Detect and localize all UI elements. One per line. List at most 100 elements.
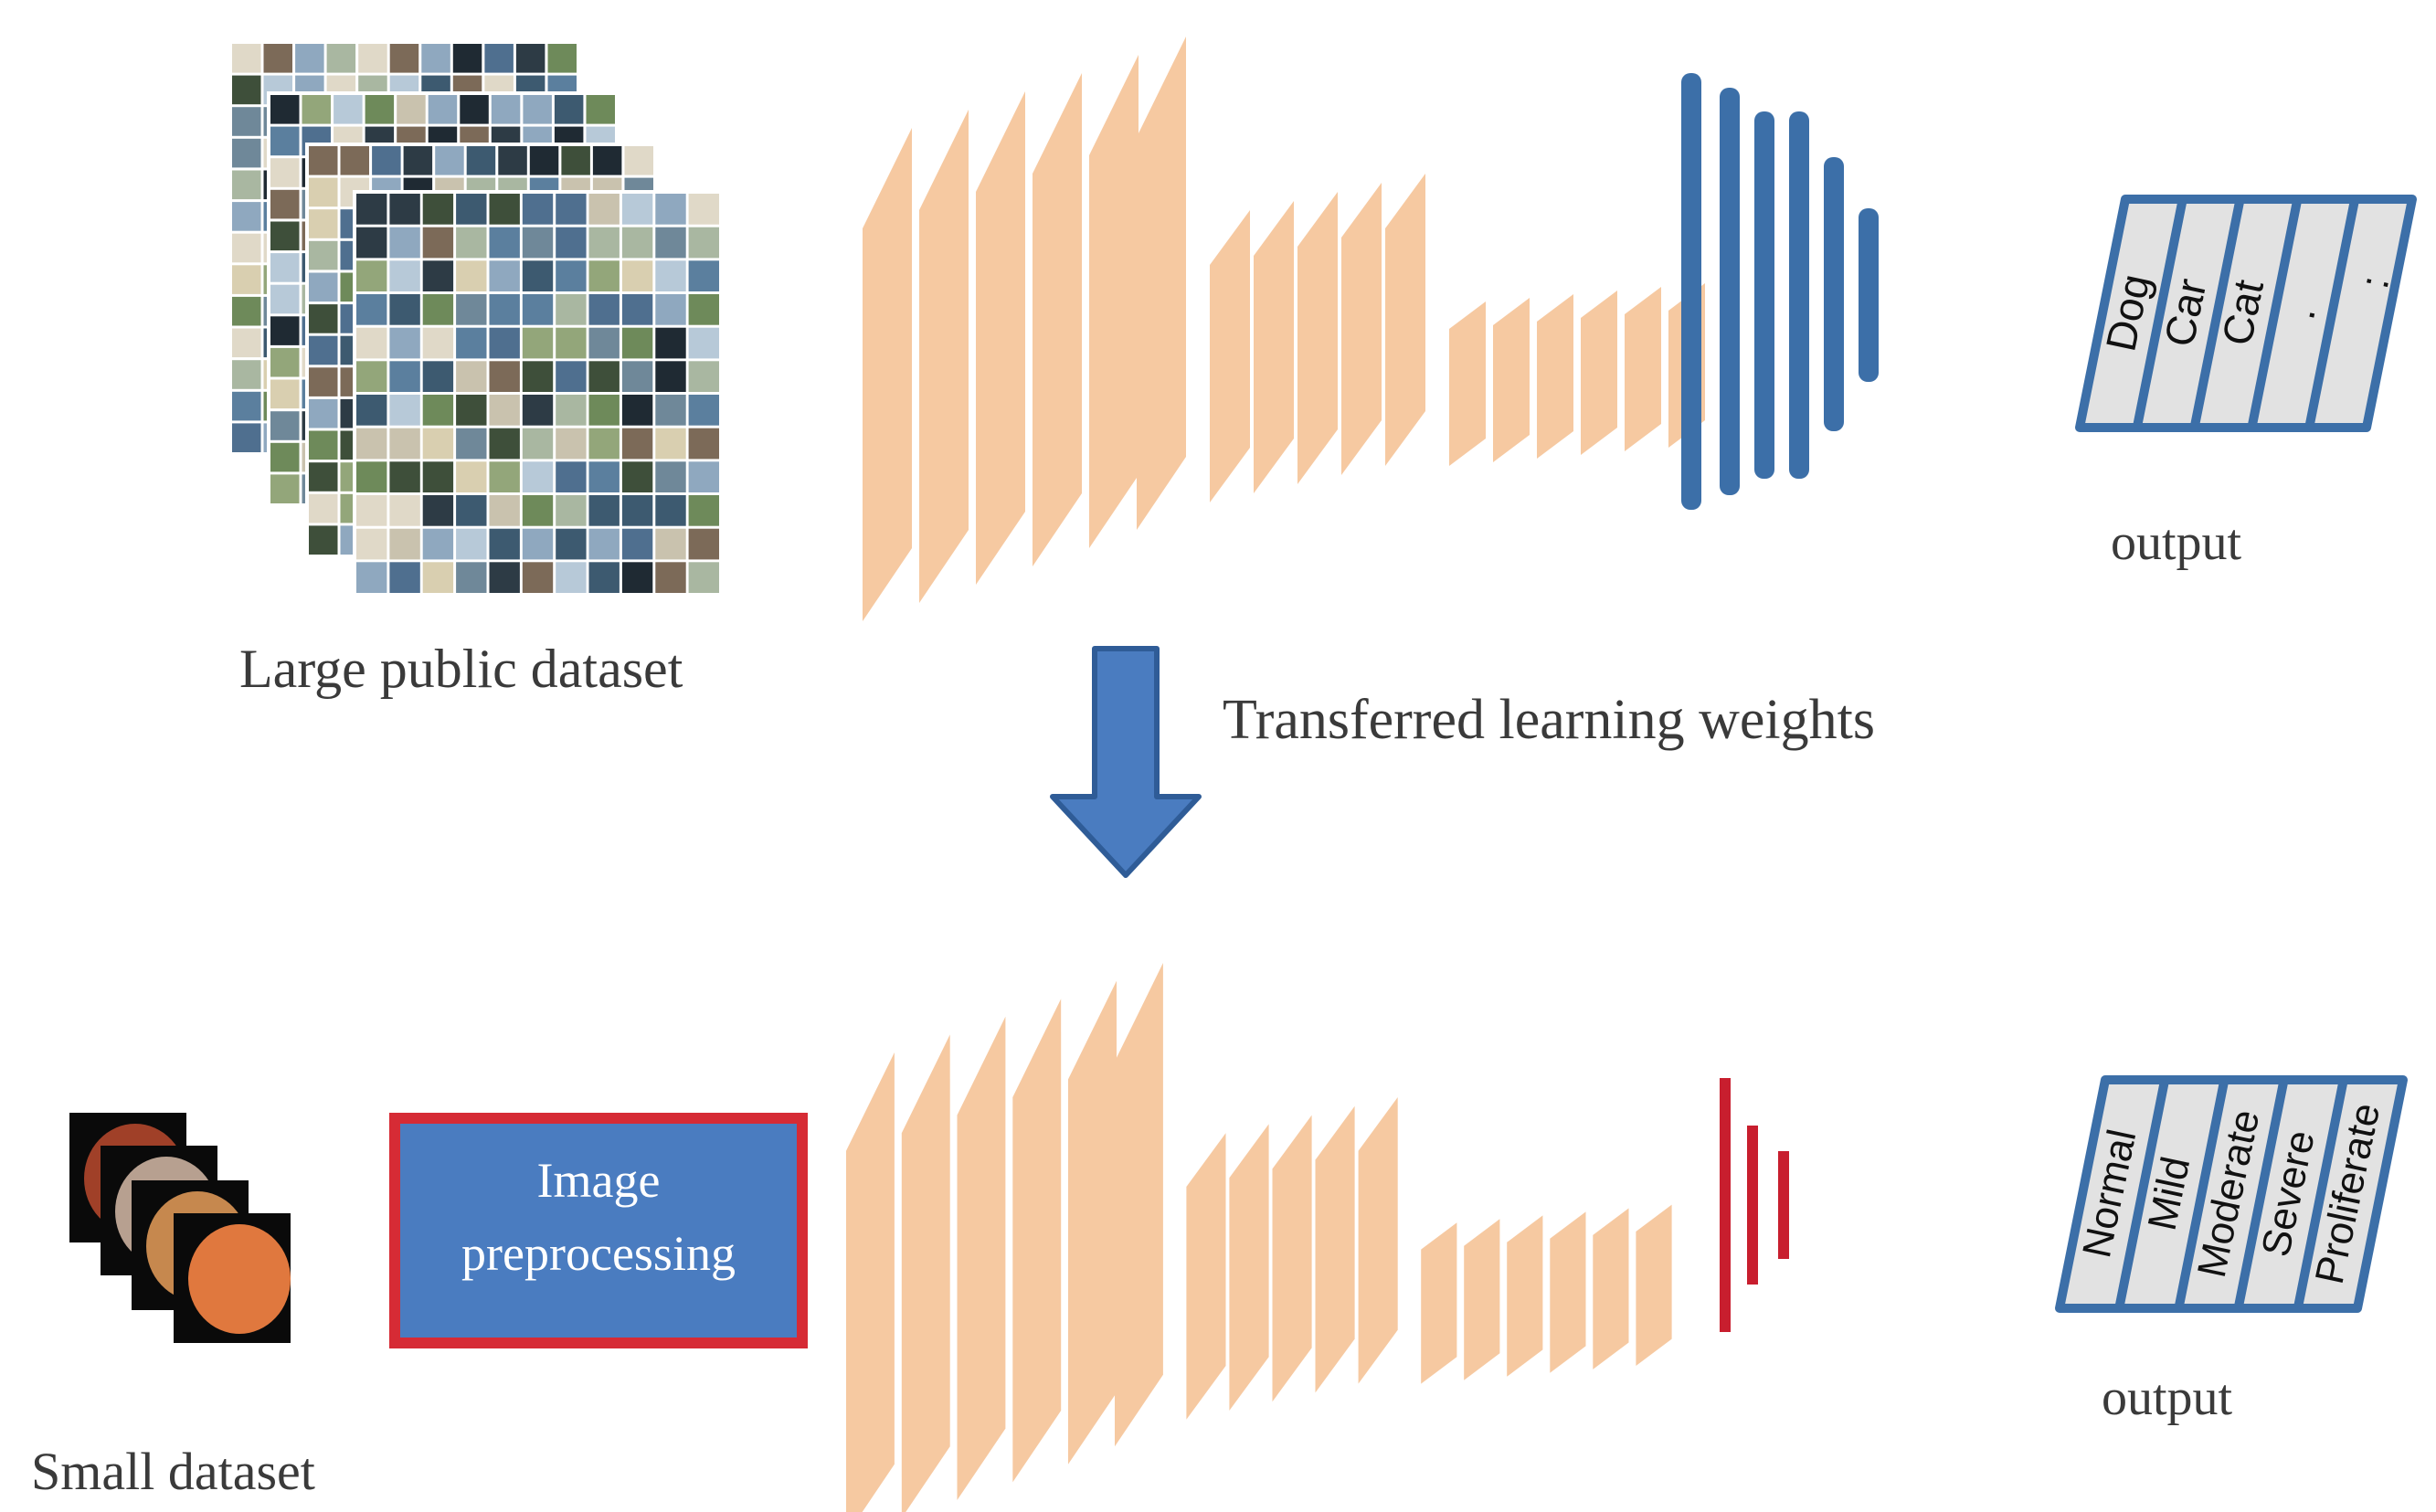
dataset-thumbnail — [522, 562, 554, 593]
dataset-thumbnail — [688, 428, 719, 460]
conv-layer — [1593, 1208, 1629, 1369]
dataset-thumbnail — [456, 528, 487, 560]
dataset-thumbnail — [232, 138, 261, 168]
dense-neuron-bar — [1754, 111, 1774, 479]
dataset-thumbnail — [655, 495, 686, 526]
dataset-thumbnail — [302, 95, 331, 124]
bottom-conv-layers — [846, 963, 1672, 1512]
dataset-thumbnail — [592, 146, 622, 175]
conv-layer — [901, 1034, 950, 1512]
dataset-thumbnail — [232, 233, 261, 263]
dataset-thumbnail — [270, 411, 300, 440]
dataset-thumbnail — [655, 461, 686, 492]
dense-neuron-bar — [1789, 111, 1809, 479]
dataset-thumbnail — [456, 327, 487, 359]
dataset-thumbnail — [422, 327, 454, 359]
dataset-thumbnail — [232, 75, 261, 105]
dataset-thumbnail — [621, 260, 653, 291]
dataset-thumbnail — [422, 562, 454, 593]
dataset-thumbnail — [655, 294, 686, 325]
dataset-thumbnail — [422, 194, 454, 225]
dataset-thumbnail — [270, 347, 300, 377]
dataset-thumbnail — [422, 528, 454, 560]
conv-layer — [1358, 1097, 1398, 1384]
dataset-thumbnail — [655, 194, 686, 225]
dataset-thumbnail — [270, 253, 300, 282]
preprocessing-label-line1: Image — [537, 1153, 661, 1208]
conv-layer — [1636, 1204, 1672, 1366]
dataset-thumbnail — [365, 95, 395, 124]
dataset-thumbnail — [232, 391, 261, 421]
conv-layer — [1581, 291, 1617, 455]
dataset-thumbnail — [522, 294, 554, 325]
dataset-thumbnail — [389, 428, 420, 460]
dataset-thumbnail — [556, 562, 587, 593]
dataset-thumbnail — [232, 44, 261, 73]
dataset-thumbnail — [621, 227, 653, 259]
dataset-thumbnail — [588, 227, 620, 259]
dataset-thumbnail — [491, 95, 521, 124]
dataset-thumbnail — [561, 146, 590, 175]
dataset-thumbnail — [270, 126, 300, 156]
dataset-thumbnail — [556, 227, 587, 259]
dataset-thumbnail — [309, 304, 338, 333]
conv-layer — [1033, 73, 1082, 566]
dataset-thumbnail — [232, 328, 261, 358]
dense-neuron-bar — [1824, 157, 1844, 431]
top-table-divider — [2189, 198, 2245, 428]
conv-layer — [1493, 298, 1530, 462]
dataset-thumbnail — [389, 44, 419, 73]
conv-layer — [1012, 999, 1062, 1483]
top-table-divider — [2132, 198, 2187, 428]
conv-layer — [1421, 1222, 1457, 1384]
dataset-thumbnail — [484, 44, 514, 73]
dense-neuron-bar — [1778, 1151, 1789, 1259]
dataset-thumbnail — [270, 95, 300, 124]
small-dataset-label: Small dataset — [31, 1442, 315, 1501]
conv-layer — [1089, 55, 1139, 548]
dataset-thumbnail — [655, 562, 686, 593]
conv-layer — [1550, 1211, 1586, 1373]
dataset-thumbnail — [456, 260, 487, 291]
dataset-thumbnail — [356, 260, 387, 291]
dataset-thumbnail — [522, 461, 554, 492]
dataset-thumbnail — [309, 272, 338, 302]
dataset-thumbnail — [522, 327, 554, 359]
retina-fundus — [188, 1224, 291, 1334]
dataset-thumbnail — [522, 227, 554, 259]
conv-layer — [1210, 210, 1250, 502]
dataset-thumbnail — [456, 495, 487, 526]
dataset-thumbnail — [489, 294, 520, 325]
dataset-thumbnail — [522, 495, 554, 526]
dataset-thumbnail — [456, 395, 487, 426]
dataset-thumbnail — [466, 146, 496, 175]
dataset-thumbnail — [372, 146, 401, 175]
dataset-thumbnail — [309, 240, 338, 270]
dataset-thumbnail — [232, 107, 261, 136]
dataset-thumbnail — [554, 95, 584, 124]
dataset-thumbnail — [356, 327, 387, 359]
conv-layer — [863, 128, 912, 621]
dataset-thumbnail — [270, 189, 300, 219]
dataset-thumbnail — [422, 495, 454, 526]
dataset-thumbnail — [428, 95, 458, 124]
dataset-thumbnail — [422, 461, 454, 492]
dataset-thumbnail — [309, 398, 338, 428]
conv-layer — [976, 91, 1025, 585]
dataset-thumbnail — [588, 428, 620, 460]
dataset-thumbnail — [270, 316, 300, 345]
dataset-thumbnail — [232, 423, 261, 452]
preprocessing-label-line2: preprocessing — [461, 1226, 736, 1281]
dataset-thumbnail — [688, 495, 719, 526]
dataset-thumbnail — [621, 194, 653, 225]
dataset-thumbnail — [489, 495, 520, 526]
dataset-thumbnail — [334, 95, 363, 124]
dataset-thumbnail — [489, 227, 520, 259]
dataset-thumbnail — [270, 284, 300, 314]
dataset-thumbnail — [309, 493, 338, 523]
dataset-thumbnail — [588, 495, 620, 526]
dataset-thumbnail — [688, 461, 719, 492]
